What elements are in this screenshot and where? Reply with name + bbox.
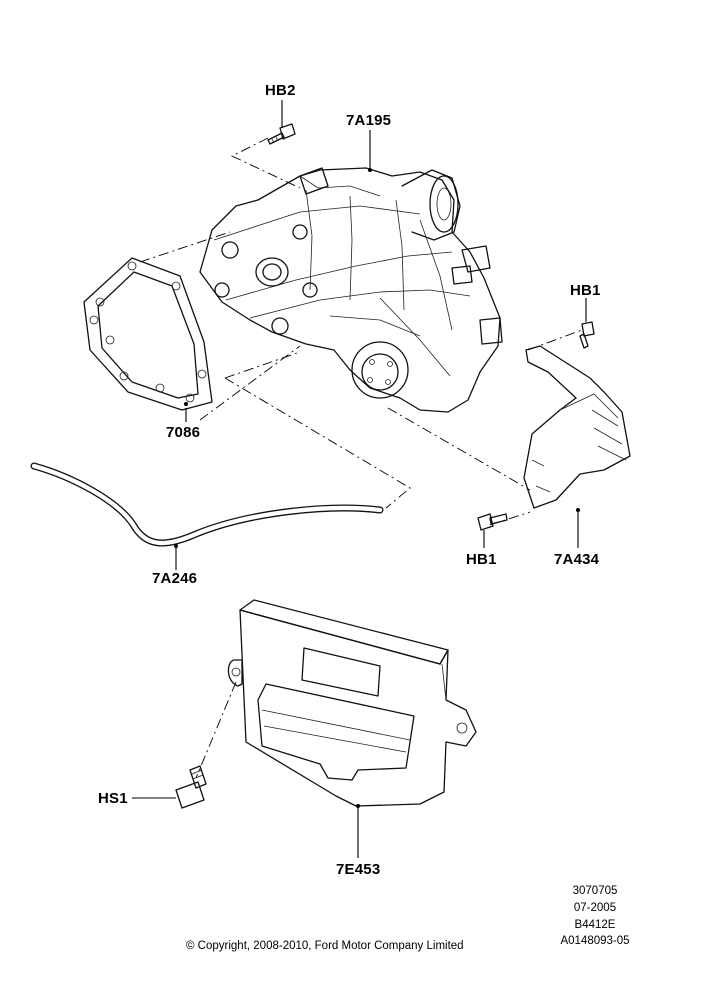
assembly-lines (139, 137, 583, 779)
vent-hose-7a246 (30, 462, 384, 547)
reference-line-4: A0148093-05 (560, 935, 630, 947)
reference-line-3: B4412E (574, 919, 616, 931)
gasket-7086 (83, 257, 213, 411)
label-7a195: 7A195 (346, 112, 392, 129)
label-hb2: HB2 (265, 82, 296, 99)
reference-line-2: 07-2005 (573, 902, 617, 914)
label-7e453: 7E453 (336, 861, 381, 878)
transfer-case-7a195 (199, 167, 503, 413)
bracket-7a434 (523, 345, 631, 509)
bolt-hb2-icon (267, 123, 296, 145)
label-hb1-lower: HB1 (466, 551, 497, 568)
screw-hs1-icon (175, 765, 207, 809)
label-7a434: 7A434 (554, 551, 600, 568)
copyright-notice: © Copyright, 2008-2010, Ford Motor Compa… (186, 940, 464, 952)
label-7a246: 7A246 (152, 570, 198, 587)
leader-lines (132, 100, 587, 858)
module-7e453 (227, 599, 477, 807)
bolt-hb1-upper-icon (579, 321, 595, 349)
label-hs1: HS1 (98, 790, 128, 807)
reference-line-1: 3070705 (572, 885, 618, 897)
bolt-hb1-lower-icon (477, 513, 508, 531)
label-7086: 7086 (166, 424, 201, 441)
label-hb1-upper: HB1 (570, 282, 601, 299)
